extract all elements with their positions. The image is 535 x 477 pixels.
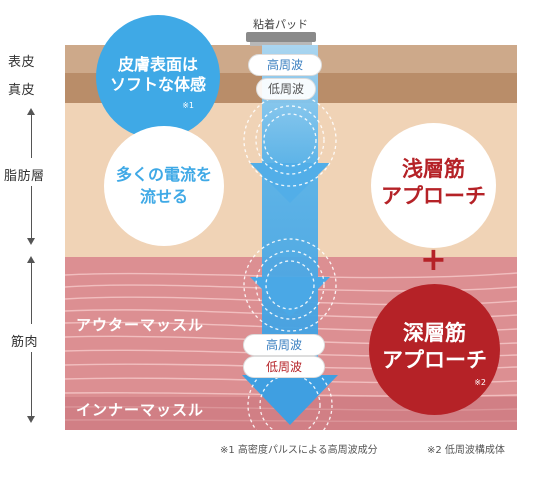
deep-line1: 深層筋 (403, 321, 466, 345)
current-line1: 多くの電流を (115, 165, 212, 184)
footnote-1: ※1 高密度パルスによる高周波成分 (220, 445, 378, 456)
muscle-range-bottom-arrow (27, 416, 35, 423)
shallow-muscle-bubble: 浅層筋 アプローチ (371, 123, 496, 248)
fat-range-line-lower (31, 186, 32, 238)
label-dermis: 真皮 (8, 83, 36, 98)
plus-sign: + (420, 240, 447, 278)
muscle-range-line-upper (31, 262, 32, 324)
high-frequency-pill-top: 高周波 (248, 54, 322, 76)
fat-range-line-upper (31, 114, 32, 158)
inner-muscle-label: インナーマッスル (76, 401, 205, 419)
fat-range-bottom-arrow (27, 238, 35, 245)
muscle-range-top-arrow (27, 256, 35, 263)
shallow-line2: アプローチ (381, 184, 486, 208)
adhesive-pad (246, 32, 316, 42)
pad-label: 粘着パッド (253, 18, 308, 31)
footnote-2: ※2 低周波構成体 (427, 445, 505, 456)
current-arrow (242, 45, 338, 435)
shallow-line1: 浅層筋 (402, 157, 465, 181)
muscle-range-line-lower (31, 352, 32, 416)
label-muscle: 筋肉 (11, 335, 39, 350)
skin-soft-bubble: 皮膚表面は ソフトな体感 ※1 (96, 15, 220, 139)
label-fat-layer: 脂肪層 (4, 169, 45, 184)
current-bubble: 多くの電流を 流せる (104, 126, 224, 246)
skin-soft-line1: 皮膚表面は (117, 55, 198, 74)
outer-muscle-label: アウターマッスル (76, 316, 205, 334)
current-line2: 流せる (139, 187, 188, 206)
adhesive-pad-base (250, 42, 312, 46)
label-epidermis: 表皮 (8, 55, 36, 70)
deep-muscle-bubble: 深層筋 アプローチ ※2 (369, 284, 500, 415)
skin-soft-note: ※1 (182, 101, 194, 110)
low-frequency-pill-bottom: 低周波 (243, 356, 325, 378)
deep-line2: アプローチ (382, 348, 487, 372)
deep-note: ※2 (474, 378, 486, 387)
skin-soft-line2: ソフトな体感 (109, 75, 206, 94)
high-frequency-pill-bottom: 高周波 (243, 334, 325, 356)
low-frequency-pill-top: 低周波 (256, 78, 316, 100)
fat-range-top-arrow (27, 108, 35, 115)
